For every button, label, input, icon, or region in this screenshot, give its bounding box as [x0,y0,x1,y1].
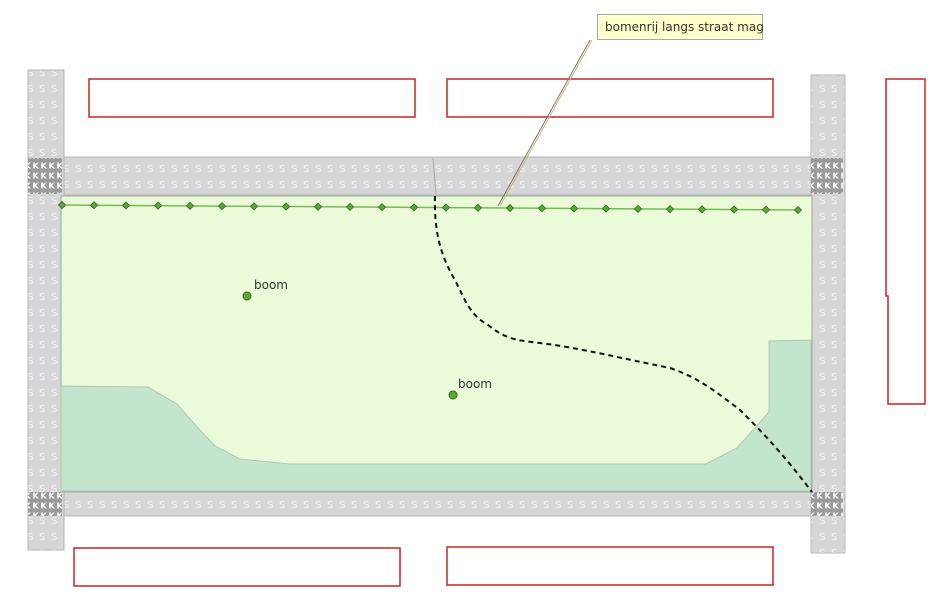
tree-row-marker-20[interactable] [665,205,675,214]
tree-label-2: boom [458,377,492,391]
tree-row-marker-15[interactable] [505,203,515,213]
crossing-bottom-right [811,492,843,516]
tree-marker-2[interactable] [448,390,458,400]
tree-row-marker-2[interactable] [89,201,99,210]
tree-row-marker-8[interactable] [281,202,291,211]
tree-row-marker-5[interactable] [185,201,195,210]
tree-row-marker-4[interactable] [153,201,163,210]
tree-row-marker-10[interactable] [345,202,355,212]
crossing-top-left [28,158,62,194]
dashed-path [433,195,813,493]
sidewalk-bottom [27,491,844,517]
tree-row-marker-9[interactable] [313,202,323,211]
tree-row-marker-19[interactable] [633,204,643,214]
building-top-left [88,78,416,118]
tree-row-marker-13[interactable] [441,203,451,212]
tree-row [57,200,803,215]
sidewalk-right [810,74,846,554]
tree-row-marker-6[interactable] [217,201,227,211]
tree-row-marker-11[interactable] [377,203,387,212]
building-bottom-right [446,546,774,586]
tree-row-marker-21[interactable] [697,205,707,214]
callout-leader [497,39,591,207]
tree-label-1: boom [254,278,288,292]
tree-row-marker-1[interactable] [57,200,67,210]
tree-row-marker-3[interactable] [121,201,131,210]
buildings [73,78,926,587]
planting-bed [60,339,812,492]
tree-row-marker-24[interactable] [793,205,803,215]
callout-leader-shadow [499,39,593,207]
tree-row-callout: bomenrij langs straat mag [597,14,764,40]
crossing-bottom-left [28,492,62,516]
tree-row-marker-23[interactable] [761,205,771,214]
tree-row-marker-16[interactable] [537,204,547,213]
building-top-right [446,78,774,118]
tree-row-line [60,204,801,211]
tree-marker-1[interactable] [242,291,252,301]
sidewalk-left [27,69,65,551]
building-right [885,78,926,405]
tree-row-marker-17[interactable] [569,204,579,213]
tree-row-marker-14[interactable] [473,203,483,212]
tree-row-marker-22[interactable] [729,205,739,214]
sidewalks [27,69,846,554]
tree-row-marker-7[interactable] [249,202,259,211]
tree-row-marker-12[interactable] [409,203,419,212]
tree-row-marker-18[interactable] [601,204,611,213]
sidewalk-seam [432,157,437,195]
crossing-top-right [811,158,843,194]
building-bottom-left [73,547,401,587]
